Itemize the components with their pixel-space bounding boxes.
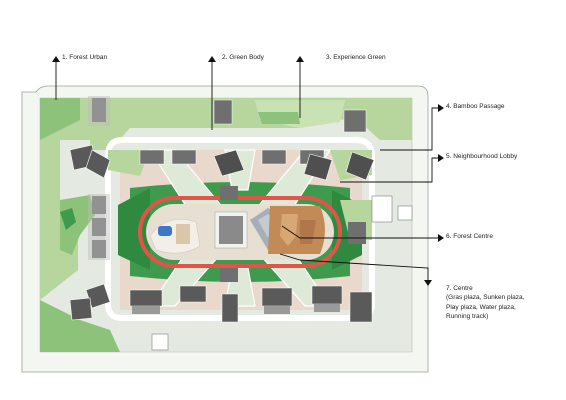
label-forest-centre: 6. Forest Centre (446, 233, 493, 240)
centre-line: Play plaza, Water plaza, (446, 303, 516, 311)
forest-urban-greenery (40, 98, 210, 352)
water-plaza (149, 218, 201, 254)
leader-bamboo-passage (380, 107, 438, 151)
label-neighbourhood-lobby: 5. Neighbourhood Lobby (446, 153, 518, 160)
centre-title: 7. Centre (446, 285, 473, 292)
centre-line: Running track) (446, 313, 489, 321)
label-centre: 7. Centre (Gras plaza, Sunken plaza, Pla… (446, 284, 524, 322)
service-buildings (151, 195, 413, 351)
play-plaza (268, 206, 325, 254)
leader-neighbourhood-lobby (340, 157, 438, 183)
label-bamboo-passage: 4. Bamboo Passage (446, 103, 505, 110)
centre-line: (Gras plaza, Sunken plaza, (446, 294, 525, 302)
leader-forest-centre (281, 225, 438, 239)
leader-lines (55, 62, 438, 280)
forest-centre-core (214, 211, 248, 249)
leader-centre (279, 253, 429, 280)
residential-buildings (69, 96, 375, 323)
label-forest-urban: 1. Forest Urban (62, 54, 108, 61)
label-experience-green: 3. Experience Green (326, 54, 386, 61)
leader-arrows (52, 56, 444, 286)
label-green-body: 2. Green Body (222, 54, 264, 61)
